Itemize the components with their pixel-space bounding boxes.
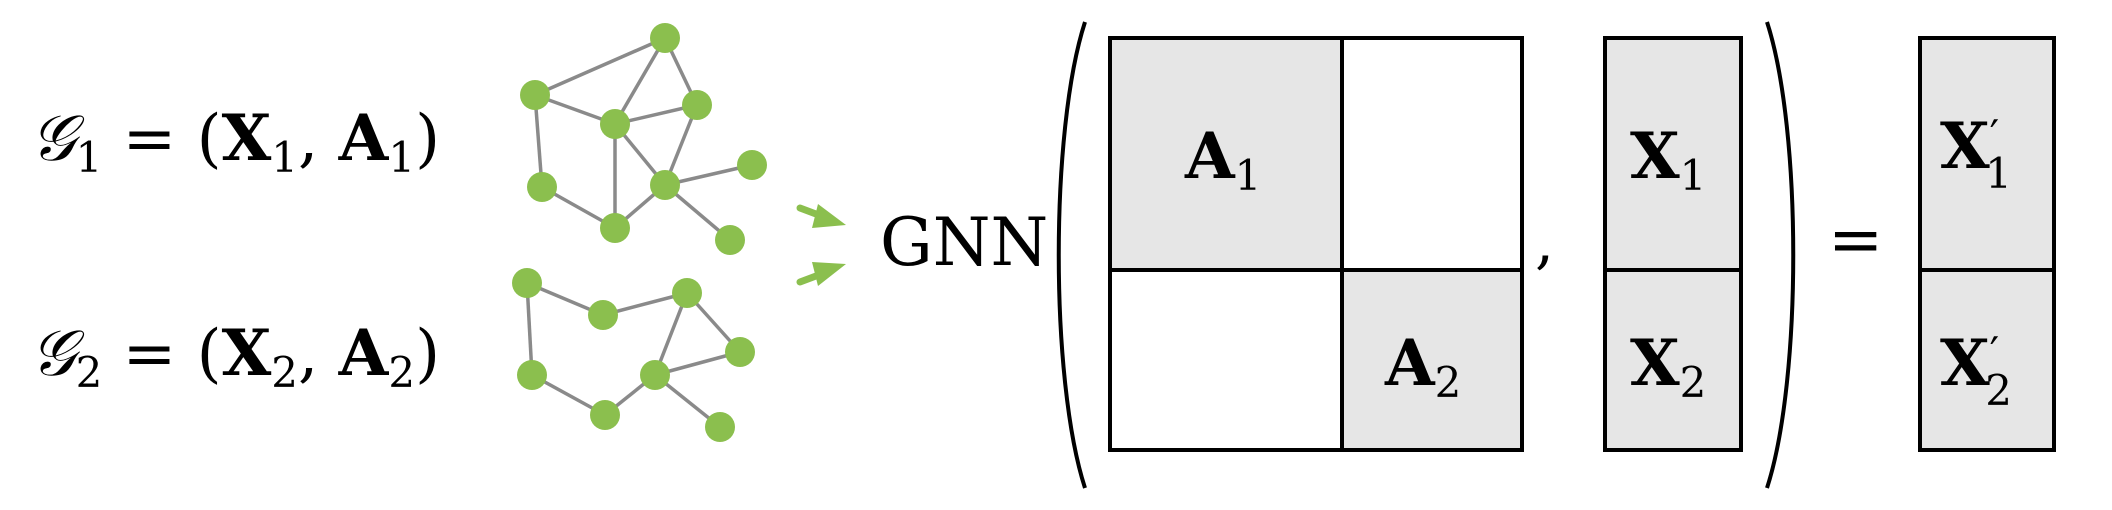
graph2-comma: , — [298, 317, 339, 391]
graph1-equation: 𝒢1 = (X1, A1) — [30, 101, 440, 182]
graph1-close: ) — [415, 102, 440, 176]
graph2-eq: = ( — [102, 317, 221, 391]
graph1-a-sub: 1 — [388, 133, 415, 182]
a1-block — [1110, 38, 1342, 270]
merge-arrows — [796, 204, 846, 286]
graph1-symbol-sub: 1 — [76, 133, 103, 182]
graph2-symbol-sub: 2 — [76, 348, 103, 397]
svg-text:𝒢2 = (X2, A2): 𝒢2 = (X2, A2) — [30, 316, 440, 397]
gnn-label: GNN — [880, 204, 1048, 281]
right-paren — [1765, 21, 1796, 489]
x1-prime-label: X′1 — [1940, 109, 2012, 198]
arrow-icon — [796, 204, 846, 228]
graph1-x: X — [222, 101, 272, 176]
graph1-a: A — [338, 101, 390, 176]
a1-label: A1 — [1184, 119, 1261, 200]
graph1-nodes — [520, 23, 767, 255]
a2-label: A2 — [1384, 326, 1461, 407]
x1-label: X1 — [1630, 119, 1706, 200]
a2-block — [1342, 270, 1522, 450]
equals-sign: = — [1828, 201, 1883, 278]
graph2-nodes — [512, 268, 755, 442]
graph2-edges — [525, 281, 742, 429]
adjacency-matrix: A1 A2 — [1108, 36, 1524, 452]
feature-matrix: X1 X2 — [1603, 36, 1743, 452]
arrow-icon — [796, 262, 846, 286]
graph1-x-sub: 1 — [271, 133, 298, 182]
zero-block-top — [1342, 38, 1522, 270]
graph2-close: ) — [415, 317, 440, 391]
svg-text:𝒢1 = (X1, A1): 𝒢1 = (X1, A1) — [30, 101, 440, 182]
graph2-a: A — [338, 316, 390, 391]
graph2-x: X — [222, 316, 272, 391]
x2-prime-label: X′2 — [1940, 326, 2012, 415]
graph1-edges — [533, 36, 753, 242]
graph1-comma: , — [298, 102, 339, 176]
output-matrix: X′1 X′2 — [1918, 36, 2056, 452]
graph2-x-sub: 2 — [271, 348, 298, 397]
left-paren — [1056, 21, 1087, 489]
zero-block-bottom — [1110, 270, 1342, 450]
graph1-eq: = ( — [102, 102, 221, 176]
graph2-network — [512, 268, 755, 442]
graph2-a-sub: 2 — [388, 348, 415, 397]
x2-label: X2 — [1630, 326, 1706, 407]
graph1-network — [520, 23, 767, 255]
argument-comma: , — [1535, 207, 1554, 277]
graph2-equation: 𝒢2 = (X2, A2) — [30, 316, 440, 397]
